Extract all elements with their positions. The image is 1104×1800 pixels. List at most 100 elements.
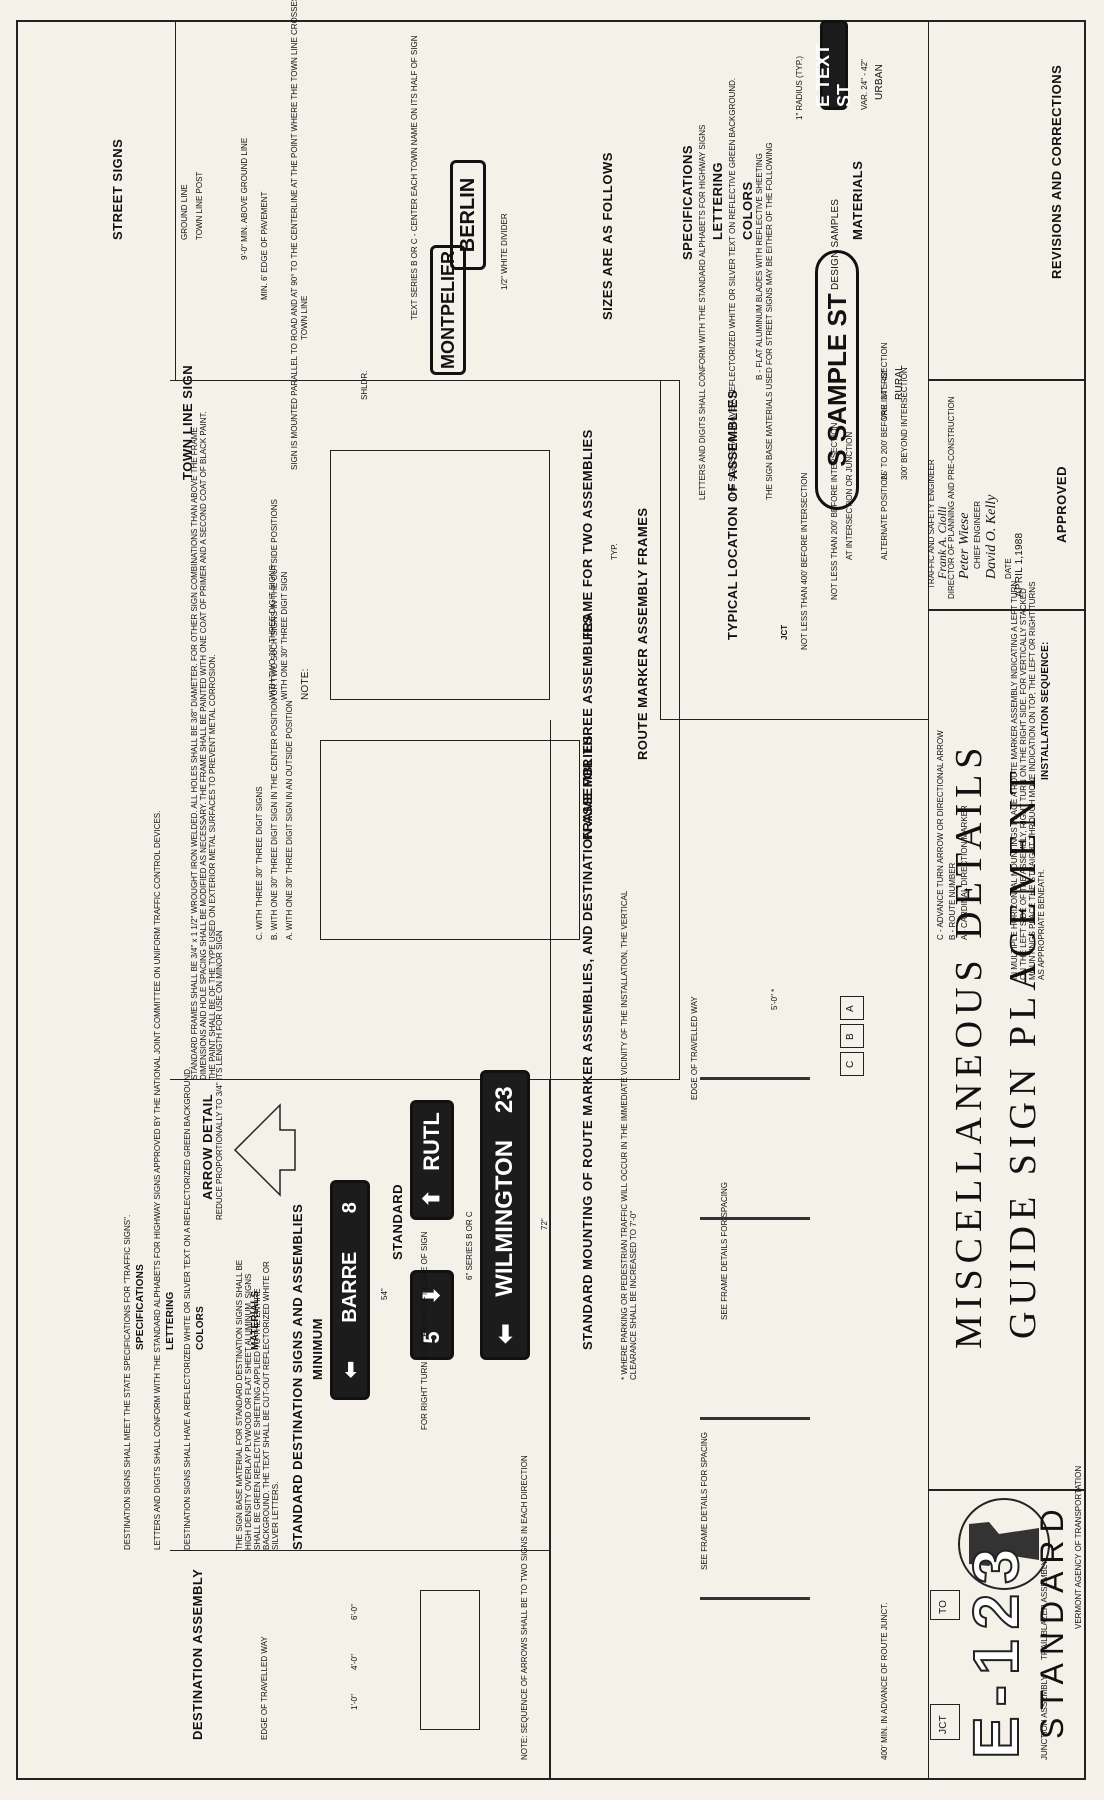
radius-note: 1" RADIUS (TYP.) xyxy=(795,55,804,120)
dest-assembly-signs xyxy=(420,1590,480,1730)
post-3 xyxy=(700,1417,810,1420)
jct-sign-label: JCT xyxy=(938,1715,949,1734)
street-sizes-head: SIZES ARE AS FOLLOWS xyxy=(600,152,615,320)
post-4 xyxy=(700,1597,810,1600)
standard-label-dest: STANDARD xyxy=(390,1184,405,1260)
dim-6ft: 6'-0" xyxy=(350,1604,359,1620)
revisions-box: REVISIONS AND CORRECTIONS xyxy=(928,20,1086,380)
minimum-label: MINIMUM xyxy=(310,1318,325,1380)
legend-a: A - CARDINAL DIRECTION MARKER xyxy=(960,805,969,940)
street-materials-head: MATERIALS xyxy=(850,160,865,240)
rutl-arrow: ⬆ xyxy=(419,1189,444,1208)
town-line-post-label: TOWN LINE POST xyxy=(195,171,204,240)
street-lettering-head: LETTERING xyxy=(710,161,725,240)
loc-jct: JCT xyxy=(780,624,789,640)
agency-box: VERMONT AGENCY OF TRANSPORTATION STANDAR… xyxy=(928,1466,1086,1780)
street-materials-b: B - FLAT ALUMINUM BLADES WITH REFLECTIVE… xyxy=(755,153,764,380)
dest-colors-head: COLORS xyxy=(195,1306,206,1350)
two-note-1: WITH ONE 30" THREE DIGIT SIGN xyxy=(280,571,289,700)
street-colors-head: COLORS xyxy=(740,181,755,240)
right-turn-note: FOR RIGHT TURN 3 1/2" FROM LEFT EDGE OF … xyxy=(420,1231,429,1430)
revisions-label: REVISIONS AND CORRECTIONS xyxy=(1049,64,1064,279)
route-23: 23 xyxy=(491,1086,518,1114)
dim-1ft: 1'-0" xyxy=(350,1694,359,1710)
agency-name: VERMONT AGENCY OF TRANSPORTATION xyxy=(1074,1465,1083,1629)
dest-lettering-head: LETTERING xyxy=(165,1291,176,1350)
chief-engineer-label: CHIEF ENGINEER xyxy=(973,500,982,569)
arrow-detail-note: REDUCE PROPORTIONALLY TO 3/4" ITS LENGTH… xyxy=(215,930,224,1220)
loc-alternate: ALTERNATE POSITION xyxy=(880,473,889,560)
marker-b-label: B xyxy=(845,1033,856,1040)
montpelier-sign: MONTPELIER xyxy=(430,245,466,375)
series-note-1: 6" SERIES B OR C xyxy=(465,1211,474,1280)
wilmington-name: WILMINGTON xyxy=(491,1139,518,1297)
three-note-2: B. WITH ONE 30" THREE DIGIT SIGN IN THE … xyxy=(270,499,279,940)
loc-not-less-200: NOT LESS THAN 200' BEFORE INTERSECTION xyxy=(830,422,839,600)
min-ground-note: 9'-0" MIN. ABOVE GROUND LINE xyxy=(240,137,249,260)
ground-line-label: GROUND LINE xyxy=(180,184,189,240)
junction-label: JUNCTION ASSEMBLY xyxy=(1040,1675,1049,1760)
barre-sign: ⬅ BARRE 8 xyxy=(330,1180,370,1400)
installation-section-title: STANDARD MOUNTING OF ROUTE MARKER ASSEMB… xyxy=(580,735,595,1350)
dest-colors-text: DESTINATION SIGNS SHALL HAVE A REFLECTOR… xyxy=(183,1066,192,1550)
dest-spec-head: SPECIFICATIONS xyxy=(135,1264,146,1350)
dest-materials-text: THE SIGN BASE MATERIAL FOR STANDARD DEST… xyxy=(235,1259,280,1550)
approval-box: APPROVED APRIL 1,1988 DATE David O. Kell… xyxy=(927,380,1086,610)
signature-chief: David O. Kelly xyxy=(984,494,999,579)
divider-note: 1/2" WHITE DIVIDER xyxy=(500,213,509,290)
to-sign-label: TO xyxy=(938,1599,949,1614)
rutl-name: RUTL xyxy=(419,1112,444,1171)
two-frame-drawing xyxy=(330,450,550,700)
loc-at-intersection: AT INTERSECTION OR JUNCTION xyxy=(845,431,854,560)
installation-text: IN MULTIPLE HORIZONTAL MOUNTINGS PLACE A… xyxy=(1010,580,1046,980)
town-line-label: TOWN LINE xyxy=(300,295,309,340)
dim-54: 54" xyxy=(380,1288,389,1300)
frame-typ: TYP. xyxy=(610,543,619,560)
seq-note: NOTE: SEQUENCE OF ARROWS SHALL BE TO TWO… xyxy=(520,1455,529,1760)
jct-sign: JCT xyxy=(930,1704,960,1740)
typical-location-title: TYPICAL LOCATION OF ASSEMBLIES xyxy=(725,389,740,640)
see-frame-1: SEE FRAME DETAILS FOR SPACING xyxy=(720,1182,729,1320)
route-8: 8 xyxy=(338,1202,361,1214)
spacing-5ft: 5'-0" * xyxy=(770,988,779,1010)
vermont-seal xyxy=(958,1498,1050,1590)
signature-traffic: Frank A. Ciolli xyxy=(935,506,949,579)
date-label: DATE xyxy=(1004,558,1013,579)
route-5-sign: 5 ⬇ xyxy=(410,1270,454,1360)
standard-number: E-123 xyxy=(959,1537,1033,1760)
min-400-note: 400' MIN. IN ADVANCE OF ROUTE JUNCT. xyxy=(880,1602,889,1760)
rutl-sign: ⬆ RUTL xyxy=(410,1100,454,1220)
three-frame-drawing xyxy=(320,740,580,940)
loc-not-less-400: NOT LESS THAN 400' BEFORE INTERSECTION xyxy=(800,472,809,650)
urban-var: VAR. 24" - 42" xyxy=(860,59,869,110)
dest-spec-text: DESTINATION SIGNS SHALL MEET THE STATE S… xyxy=(123,1214,132,1550)
title-line-2: MISCELLANEOUS DETAILS xyxy=(948,741,990,1349)
street-signs-panel xyxy=(16,20,176,380)
min-edge-note: MIN. 6' EDGE OF PAVEMENT xyxy=(260,191,269,300)
approved-label: APPROVED xyxy=(1054,466,1069,543)
dim-72: 72" xyxy=(540,1218,549,1230)
loc-300: 300' BEYOND INTERSECTION xyxy=(900,367,909,480)
main-title-box: GUIDE SIGN PLACEMENT MISCELLANEOUS DETAI… xyxy=(928,610,1086,1490)
destination-assembly-panel xyxy=(170,1550,550,1780)
legend-c: C - ADVANCE TURN ARROW OR DIRECTIONAL AR… xyxy=(936,730,945,940)
two-assemblies-title: FRAME FOR TWO ASSEMBLIES xyxy=(580,429,595,640)
frame-note: STANDARD FRAMES SHALL BE 3/4" x 1 1/2" W… xyxy=(190,411,217,1080)
three-note-1: A. WITH ONE 30" THREE DIGIT SIGN IN AN O… xyxy=(285,700,294,940)
trail-blazer-label: TRAIL BLAZER ASSEMBLY xyxy=(1040,1559,1049,1660)
dest-edge-travelled: EDGE OF TRAVELLED WAY xyxy=(260,1636,269,1740)
arrow-detail-drawing xyxy=(233,1103,296,1197)
see-frame-2: SEE FRAME DETAILS FOR SPACING xyxy=(700,1432,709,1570)
signature-director: Peter Wiese xyxy=(957,512,972,579)
urban-street-sign: E TEXT ST xyxy=(813,20,854,110)
marker-a: A xyxy=(840,996,864,1020)
wilmington-arrow: ⬅ xyxy=(491,1323,519,1344)
installation-panel xyxy=(550,720,928,1780)
to-sign: TO xyxy=(930,1590,960,1620)
legend-b: B - ROUTE NUMBER xyxy=(948,862,957,940)
loc-25-200: 25' TO 200' BEFORE INTERSECTION xyxy=(880,342,889,480)
dest-lettering-text: LETTERS AND DIGITS SHALL CONFORM WITH TH… xyxy=(153,810,162,1550)
dest-assembly-title: DESTINATION ASSEMBLY xyxy=(190,1568,205,1740)
